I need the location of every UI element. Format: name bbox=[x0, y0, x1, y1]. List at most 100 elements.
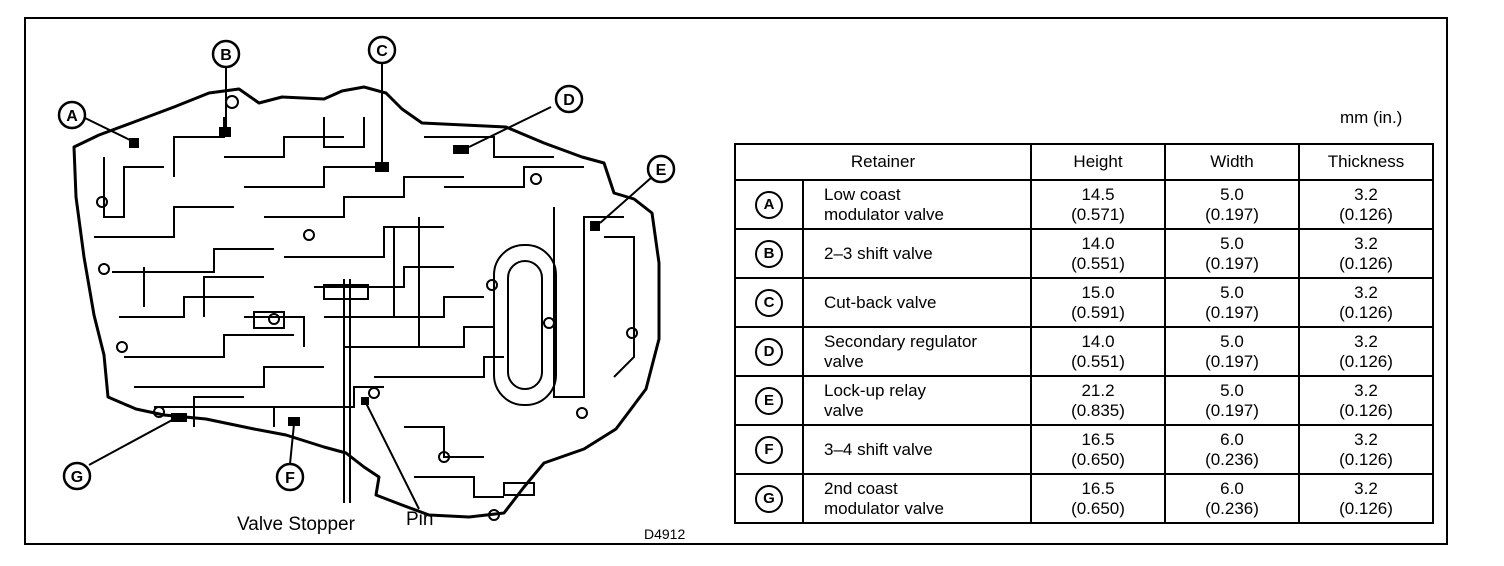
retainer-marker-e bbox=[590, 221, 600, 231]
retainer-name-cell: 2–3 shift valve bbox=[802, 228, 1032, 279]
callout-c: C bbox=[367, 35, 397, 65]
retainer-marker-f bbox=[288, 417, 300, 426]
table-row: B 2–3 shift valve 14.0(0.551) 5.0(0.197)… bbox=[734, 228, 1434, 279]
valve-body-passages bbox=[94, 95, 638, 521]
height-mm: 21.2 bbox=[1081, 380, 1115, 400]
height-mm: 16.5 bbox=[1081, 429, 1115, 449]
retainer-marker-a bbox=[129, 138, 139, 148]
thickness-cell: 3.2(0.126) bbox=[1298, 277, 1434, 328]
callout-b: B bbox=[211, 39, 241, 69]
height-mm: 16.5 bbox=[1081, 478, 1115, 498]
retainer-spec-table: Retainer Height Width Thickness A Low co… bbox=[734, 143, 1434, 524]
header-row: Retainer Height Width Thickness bbox=[734, 143, 1434, 181]
row-letter-cell: G bbox=[734, 473, 804, 524]
height-cell: 15.0(0.591) bbox=[1030, 277, 1166, 328]
width-cell: 5.0(0.197) bbox=[1164, 179, 1300, 230]
retainer-name-line2: valve bbox=[824, 400, 864, 420]
width-cell: 5.0(0.197) bbox=[1164, 375, 1300, 426]
retainer-marker-g bbox=[171, 413, 187, 422]
thickness-cell: 3.2(0.126) bbox=[1298, 375, 1434, 426]
thickness-in: (0.126) bbox=[1339, 400, 1393, 420]
retainer-name: Cut-back valve bbox=[824, 292, 937, 312]
callout-g: G bbox=[62, 461, 92, 491]
width-in: (0.197) bbox=[1205, 302, 1259, 322]
callout-a: A bbox=[57, 100, 87, 130]
height-in: (0.835) bbox=[1071, 400, 1125, 420]
valve-body-drawing: A B C D E F G bbox=[57, 35, 685, 542]
height-in: (0.591) bbox=[1071, 302, 1125, 322]
height-cell: 16.5(0.650) bbox=[1030, 473, 1166, 524]
retainer-name-cell: Cut-back valve bbox=[802, 277, 1032, 328]
thickness-in: (0.126) bbox=[1339, 498, 1393, 518]
height-in: (0.650) bbox=[1071, 449, 1125, 469]
callout-badges: A B C D E F G bbox=[57, 35, 676, 492]
width-cell: 6.0(0.236) bbox=[1164, 473, 1300, 524]
table-header: Retainer Height Width Thickness bbox=[734, 143, 1434, 181]
retainer-name: Secondary regulator bbox=[824, 331, 978, 351]
height-cell: 21.2(0.835) bbox=[1030, 375, 1166, 426]
header-thickness: Thickness bbox=[1298, 143, 1434, 181]
header-width: Width bbox=[1164, 143, 1300, 181]
header-retainer: Retainer bbox=[734, 143, 1032, 181]
thickness-in: (0.126) bbox=[1339, 204, 1393, 224]
height-mm: 15.0 bbox=[1081, 282, 1115, 302]
thickness-mm: 3.2 bbox=[1354, 478, 1378, 498]
retainer-marker-d bbox=[453, 145, 469, 154]
row-letter-cell: F bbox=[734, 424, 804, 475]
callout-d: D bbox=[554, 84, 584, 114]
retainer-marker-c bbox=[375, 162, 389, 172]
header-height: Height bbox=[1030, 143, 1166, 181]
width-in: (0.236) bbox=[1205, 449, 1259, 469]
row-letter-cell: B bbox=[734, 228, 804, 279]
callout-e-letter: E bbox=[656, 162, 667, 179]
width-mm: 5.0 bbox=[1220, 184, 1244, 204]
figure-code: D4912 bbox=[644, 526, 685, 542]
height-in: (0.571) bbox=[1071, 204, 1125, 224]
callout-c-letter: C bbox=[376, 43, 388, 60]
retainer-name: 2–3 shift valve bbox=[824, 243, 933, 263]
row-letter-badge: B bbox=[755, 239, 783, 268]
row-letter-cell: C bbox=[734, 277, 804, 328]
height-mm: 14.5 bbox=[1081, 184, 1115, 204]
thickness-mm: 3.2 bbox=[1354, 233, 1378, 253]
units-label: mm (in.) bbox=[1340, 108, 1403, 127]
width-mm: 5.0 bbox=[1220, 233, 1244, 253]
row-letter-badge: C bbox=[755, 288, 783, 317]
retainer-name: Low coast bbox=[824, 184, 901, 204]
retainer-name: 3–4 shift valve bbox=[824, 439, 933, 459]
width-cell: 5.0(0.197) bbox=[1164, 228, 1300, 279]
thickness-in: (0.126) bbox=[1339, 253, 1393, 273]
row-letter-badge: F bbox=[755, 435, 783, 464]
thickness-cell: 3.2(0.126) bbox=[1298, 473, 1434, 524]
thickness-cell: 3.2(0.126) bbox=[1298, 326, 1434, 377]
table-row: F 3–4 shift valve 16.5(0.650) 6.0(0.236)… bbox=[734, 424, 1434, 475]
thickness-mm: 3.2 bbox=[1354, 282, 1378, 302]
retainer-name-cell: 3–4 shift valve bbox=[802, 424, 1032, 475]
height-mm: 14.0 bbox=[1081, 233, 1115, 253]
callout-d-letter: D bbox=[563, 92, 575, 109]
row-letter-cell: A bbox=[734, 179, 804, 230]
height-cell: 16.5(0.650) bbox=[1030, 424, 1166, 475]
figure-frame bbox=[24, 17, 1448, 545]
thickness-mm: 3.2 bbox=[1354, 380, 1378, 400]
callout-a-letter: A bbox=[66, 108, 78, 125]
width-cell: 5.0(0.197) bbox=[1164, 326, 1300, 377]
thickness-mm: 3.2 bbox=[1354, 184, 1378, 204]
thickness-in: (0.126) bbox=[1339, 302, 1393, 322]
callout-e: E bbox=[646, 154, 676, 184]
retainer-name-line2: modulator valve bbox=[824, 204, 945, 224]
width-in: (0.197) bbox=[1205, 400, 1259, 420]
width-mm: 5.0 bbox=[1220, 282, 1244, 302]
height-in: (0.551) bbox=[1071, 351, 1125, 371]
row-letter-badge: A bbox=[755, 190, 783, 219]
width-cell: 6.0(0.236) bbox=[1164, 424, 1300, 475]
retainer-name: Lock-up relay bbox=[824, 380, 927, 400]
valve-body-diagram: A B C D E F G bbox=[24, 17, 724, 545]
height-mm: 14.0 bbox=[1081, 331, 1115, 351]
